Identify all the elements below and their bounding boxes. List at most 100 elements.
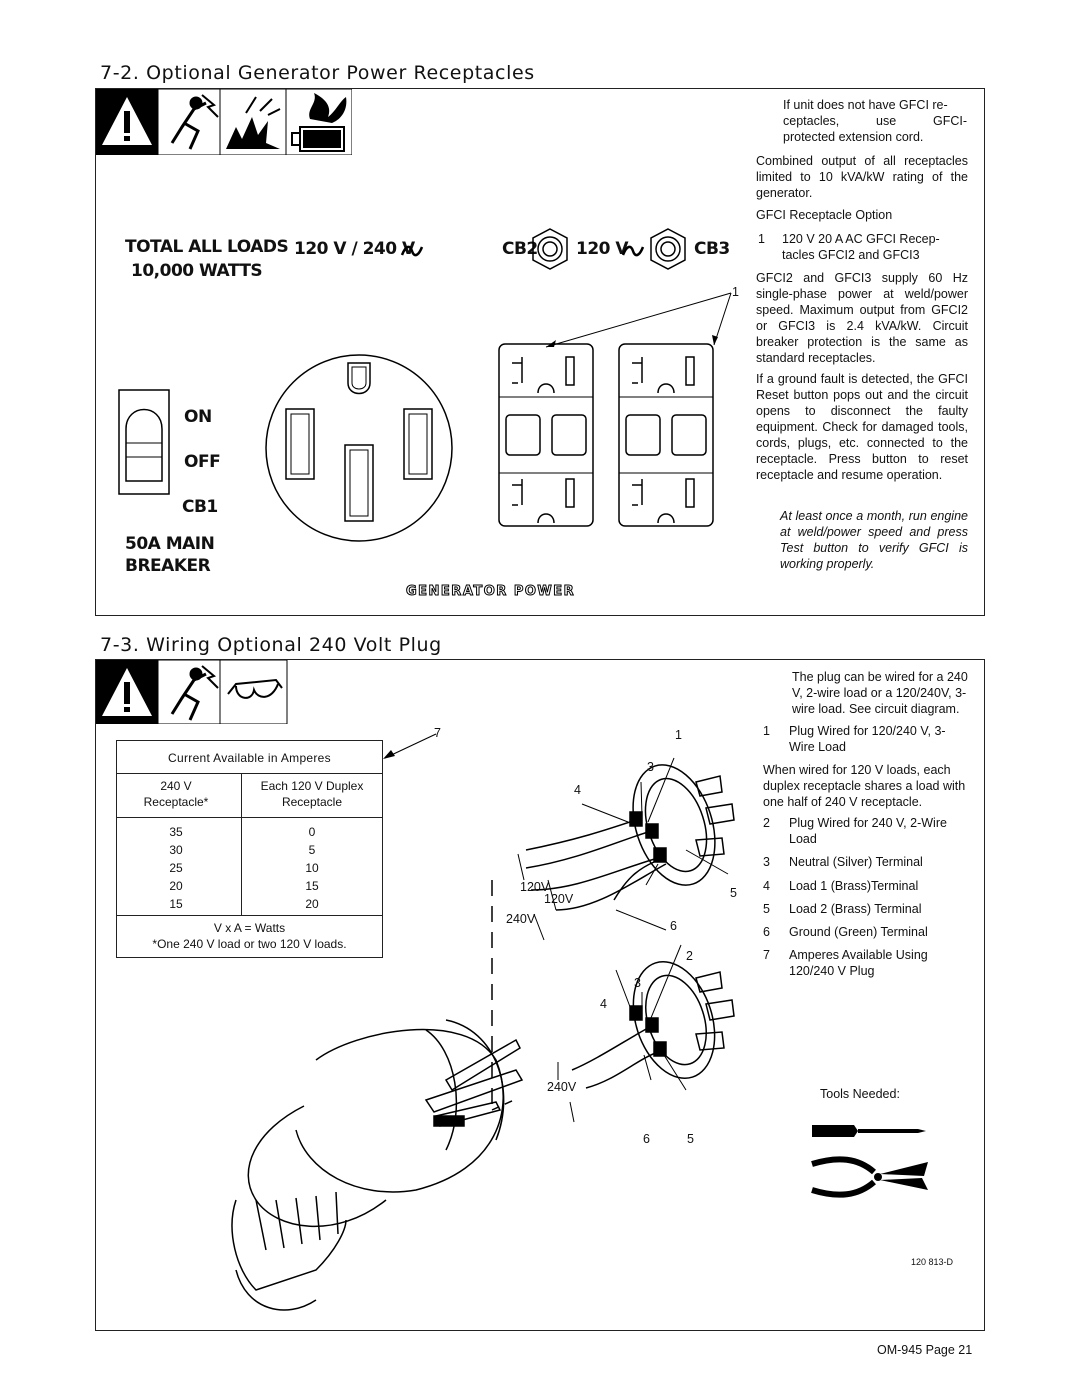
gfci-note-line-2: ceptacles, use GFCI- xyxy=(783,114,967,128)
voltage-240v-a: 240V xyxy=(506,912,536,926)
table-row: 20 xyxy=(169,879,183,893)
table-title: Current Available in Amperes xyxy=(168,751,331,765)
gfci-note-line-3: protected extension cord. xyxy=(783,130,924,144)
main-breaker-label-2: BREAKER xyxy=(125,556,211,576)
cb2-reset-button[interactable] xyxy=(528,227,572,271)
legend-item-3: Neutral (Silver) Terminal xyxy=(789,855,923,869)
item-1-text: 120 V 20 A AC GFCI Recep-tacles GFCI2 an… xyxy=(782,232,940,262)
receptacle-panel-frame: TOTAL ALL LOADS 10,000 WATTS 120 V / 240… xyxy=(95,88,985,616)
main-breaker-switch[interactable] xyxy=(118,389,170,495)
receptacle-240v xyxy=(265,354,453,542)
callout-3: 3 xyxy=(634,976,641,990)
watts-label: 10,000 WATTS xyxy=(131,261,263,281)
cb2-label: CB2 xyxy=(502,239,538,259)
electric-shock-icon xyxy=(170,94,219,150)
table-row: 30 xyxy=(169,843,183,857)
off-label: OFF xyxy=(184,452,221,472)
figure-reference: 120 813-D xyxy=(911,1257,954,1267)
section-heading-7-3: 7-3. Wiring Optional 240 Volt Plug xyxy=(100,634,442,656)
table-row: 15 xyxy=(169,897,183,911)
cb3-reset-button[interactable] xyxy=(646,227,690,271)
col1-header-line1: 240 V xyxy=(160,779,192,793)
on-label: ON xyxy=(184,407,212,427)
legend-num-2: 2 xyxy=(763,816,770,830)
ground-fault-note: If a ground fault is detected, the GFCI … xyxy=(756,372,968,482)
col1-header-line2: Receptacle* xyxy=(143,795,209,809)
table-row: 25 xyxy=(169,861,183,875)
gfci-receptacle-cb2 xyxy=(498,343,594,527)
ac-wave-icon xyxy=(621,245,645,257)
fire-icon xyxy=(309,93,347,123)
legend-num-1: 1 xyxy=(763,724,770,738)
legend-item-5: Load 2 (Brass) Terminal xyxy=(789,902,922,916)
legend-item-2: Plug Wired for 240 V, 2-Wire Load xyxy=(789,816,947,846)
callout-7: 7 xyxy=(434,726,441,740)
main-breaker-label-1: 50A MAIN xyxy=(125,534,215,554)
callout-2: 2 xyxy=(686,949,693,963)
plug-wiring-frame: Current Available in Amperes 240 V Recep… xyxy=(95,659,985,1331)
generator-power-label: GENERATOR POWER xyxy=(405,584,576,600)
callout-3: 3 xyxy=(647,760,654,774)
cb1-label: CB1 xyxy=(182,497,218,517)
hazard-icon-strip xyxy=(96,89,352,155)
table-row: 20 xyxy=(305,897,319,911)
plug-body xyxy=(231,1019,524,1311)
legend-item-4: Load 1 (Brass)Terminal xyxy=(789,879,919,893)
legend-item-1-detail: When wired for 120 V loads, each duplex … xyxy=(763,763,966,809)
callout-4: 4 xyxy=(574,783,581,797)
exploding-parts-icon xyxy=(226,96,281,149)
warning-icon xyxy=(102,668,152,716)
legend-num-6: 6 xyxy=(763,925,770,939)
plug-intro-note: The plug can be wired for a 240 V, 2-wir… xyxy=(792,670,968,716)
callout-4: 4 xyxy=(600,997,607,1011)
gfci-note-line-1: If unit does not have GFCI re- xyxy=(783,98,948,112)
amperes-table: Current Available in Amperes 240 V Recep… xyxy=(116,740,383,958)
legend-num-4: 4 xyxy=(763,879,770,893)
combined-output-note: Combined output of all receptacles limit… xyxy=(756,154,968,200)
item-1-number: 1 xyxy=(758,232,765,246)
volt-240-label: 120 V / 240 V xyxy=(294,239,415,259)
legend-num-3: 3 xyxy=(763,855,770,869)
warning-icon xyxy=(102,97,152,145)
safety-glasses-icon xyxy=(227,678,283,699)
table-row: 10 xyxy=(305,861,319,875)
hazard-icon-strip xyxy=(96,660,288,724)
voltage-240v-b: 240V xyxy=(547,1080,577,1094)
electric-shock-icon xyxy=(170,665,219,721)
table-row: 15 xyxy=(305,879,319,893)
col2-header-line1: Each 120 V Duplex xyxy=(260,779,364,793)
callout-6: 6 xyxy=(670,919,677,933)
formula: V x A = Watts xyxy=(213,921,286,935)
hot-parts-icon xyxy=(291,126,345,152)
plug-3-wire-view xyxy=(525,764,735,911)
callout-6: 6 xyxy=(643,1132,650,1146)
callout-leader-lines xyxy=(545,292,732,348)
ac-wave-icon xyxy=(400,245,424,257)
callout-5: 5 xyxy=(730,886,737,900)
plug-2-wire-view xyxy=(571,960,735,1089)
legend-item-1: Plug Wired for 120/240 V, 3-Wire Load xyxy=(789,724,946,754)
cb3-label: CB3 xyxy=(694,239,730,259)
legend-item-7: Amperes Available Using 120/240 V Plug xyxy=(789,948,928,978)
screwdriver-icon xyxy=(812,1125,926,1137)
plug-wiring-diagram xyxy=(231,757,735,1311)
callout-1: 1 xyxy=(675,728,682,742)
volt-120-label: 120 V xyxy=(576,239,629,259)
wire-crimper-icon xyxy=(811,1156,928,1198)
voltage-120v-b: 120V xyxy=(544,892,574,906)
legend-num-5: 5 xyxy=(763,902,770,916)
callout-1: 1 xyxy=(732,285,739,299)
voltage-120v-a: 120V xyxy=(520,880,550,894)
legend-item-6: Ground (Green) Terminal xyxy=(789,925,928,939)
callout-5: 5 xyxy=(687,1132,694,1146)
gfci-option-title: GFCI Receptacle Option xyxy=(756,208,893,222)
col2-header-line2: Receptacle xyxy=(281,795,343,809)
table-footnote: *One 240 V load or two 120 V loads. xyxy=(152,937,347,951)
total-loads-label: TOTAL ALL LOADS xyxy=(125,237,289,257)
table-row: 0 xyxy=(308,825,316,839)
tools-needed-label: Tools Needed: xyxy=(820,1087,900,1101)
table-row: 5 xyxy=(308,843,316,857)
table-row: 35 xyxy=(169,825,183,839)
monthly-test-note: At least once a month, run engine at wel… xyxy=(780,509,968,571)
section-heading-7-2: 7-2. Optional Generator Power Receptacle… xyxy=(100,62,535,84)
